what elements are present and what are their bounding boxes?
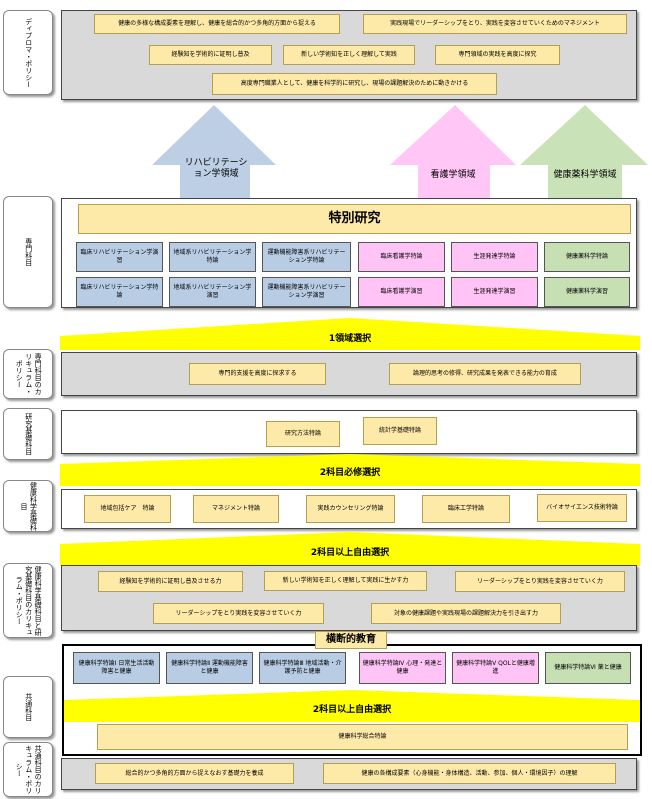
- label-common: 共通科目: [3, 676, 53, 738]
- health-curriculum-item: 対象の健康課題や実践現場の課題解決力を引き出す力: [371, 603, 561, 624]
- common-cell: 健康科学特論Ⅳ 心理・発達と健康: [359, 652, 446, 684]
- banner-arrow-two-free-common: [64, 690, 640, 722]
- label-common-curriculum: 共通科目のカリキュラム・ポリシー: [3, 742, 53, 797]
- health-basic-item: 実践カウンセリング特論: [306, 495, 395, 523]
- label-health-curriculum: 健康科学基礎科目と研究基礎科目のカリキュラム・ポリシー: [3, 563, 53, 638]
- common-curriculum-item: 健康の各構成要素（心身機能・身体構造、活動、参加、個人・環境因子）の理解: [323, 763, 616, 784]
- diploma-item: 実践現場でリーダーシップをとり、実践を変容させていくためのマネジメント: [363, 14, 627, 34]
- common-cell: 健康科学特論Ⅲ 地域活動・介護予防と健康: [259, 652, 346, 684]
- nursing-arrow-shape: [390, 105, 516, 200]
- special-research: 特別研究: [78, 204, 631, 234]
- area-arrows: [152, 105, 648, 200]
- specialized-cell: 地域系リハビリテーション学特論: [169, 242, 256, 272]
- specialized-cell: 臨床リハビリテーション学特論: [76, 277, 163, 307]
- health-curriculum-item: リーダーシップをとり実践を変容させていく力: [153, 603, 324, 624]
- diploma-item: 新しい学術知を正しく理解して実践: [283, 45, 415, 65]
- specialized-cell: 臨床リハビリテーション学演習: [76, 242, 163, 272]
- common-cell: 健康科学特論Ⅴ QOLと健康増進: [452, 652, 539, 684]
- health-basic-item: バイオサイエンス技術特論: [537, 494, 627, 522]
- common-general: 健康科学総合特論: [97, 724, 628, 750]
- label-specialized-curriculum: 専門科目のカリキュラム・ポリシー: [3, 349, 53, 399]
- specialized-cell: 健康薬科学演習: [544, 277, 630, 307]
- banner-one-area: 1領域選択: [328, 333, 372, 344]
- health-curriculum-item: リーダーシップをとり実践を変容させていく力: [455, 571, 625, 592]
- specialized-cell: 臨床看護学演習: [358, 277, 445, 307]
- specialized-cell: 生涯発達学特論: [451, 242, 538, 272]
- label-diploma-policy: ディプロマ・ポリシー: [3, 10, 53, 95]
- health-arrow-shape: [520, 105, 648, 200]
- common-curriculum-item: 総合的かつ多角的方面から捉えなおす基礎力を養成: [95, 763, 294, 784]
- common-cell: 健康科学特論Ⅰ 日常生活活動障害と健康: [73, 652, 160, 684]
- label-research-basic: 研究基礎科目: [3, 408, 53, 460]
- area-rehab: リハビリテーション学領域: [184, 158, 248, 180]
- health-basic-item: マネジメント特論: [193, 495, 279, 523]
- banner-two-free-common: 2科目以上自由選択: [312, 704, 392, 715]
- label-specialized: 専門科目: [3, 196, 53, 308]
- banner-two-free: 2科目以上自由選択: [310, 547, 390, 558]
- health-curriculum-item: 経験知を学術的に証明し普及させる力: [98, 571, 243, 592]
- specialized-policy-item: 専門的支援を高度に探求する: [189, 363, 326, 385]
- banner-two-required: 2科目必修選択: [319, 467, 381, 478]
- area-nursing: 看護学領域: [430, 170, 476, 180]
- specialized-cell: 運動機能障害系リハビリテーション学演習: [262, 277, 351, 307]
- diploma-item: 経験知を学術的に証明し普及: [149, 45, 272, 65]
- specialized-cell: 健康薬科学特論: [544, 242, 630, 272]
- research-basic-box: [61, 410, 637, 454]
- specialized-policy-item: 論理的思考の修得、研究成果を発表できる能力の育成: [389, 363, 581, 385]
- label-health-basic: 健康科学基礎科目: [3, 480, 53, 532]
- banner-arrow-one-area: [60, 318, 640, 350]
- diploma-item: 高度専門職業人として、健康を科学的に研究し、現場の課題解決のために動きかける: [212, 73, 497, 95]
- health-basic-item: 地域包括ケア 特論: [84, 495, 171, 523]
- common-cell: 健康科学特論Ⅵ 薬と健康: [545, 652, 631, 684]
- rehab-arrow-shape: [152, 105, 276, 200]
- research-basic-item: 研究方法特論: [266, 421, 340, 447]
- research-basic-item: 統計学基礎特論: [363, 417, 437, 445]
- specialized-cell: 地域系リハビリテーション学演習: [169, 277, 256, 307]
- health-basic-item: 臨床工学特論: [422, 495, 510, 523]
- banner-arrow-two-free: [60, 532, 640, 566]
- area-health: 健康薬科学領域: [553, 170, 617, 180]
- specialized-cell: 運動機能障害系リハビリテーション学特論: [262, 242, 351, 272]
- diploma-item: 健康の多様な構成要素を理解し、健康を総合的かつ多角的方面から捉える: [94, 14, 340, 34]
- specialized-cell: 臨床看護学特論: [358, 242, 445, 272]
- cross-education-title: 横断的教育: [315, 631, 387, 649]
- diploma-item: 専門領域の実践を高度に探究: [435, 45, 560, 65]
- common-cell: 健康科学特論Ⅱ 運動機能障害と健康: [166, 652, 253, 684]
- health-curriculum-item: 新しい学術知を正しく理解して実践に生かす力: [264, 571, 427, 591]
- banner-arrow-two-required: [60, 454, 640, 486]
- specialized-cell: 生涯発達学演習: [451, 277, 538, 307]
